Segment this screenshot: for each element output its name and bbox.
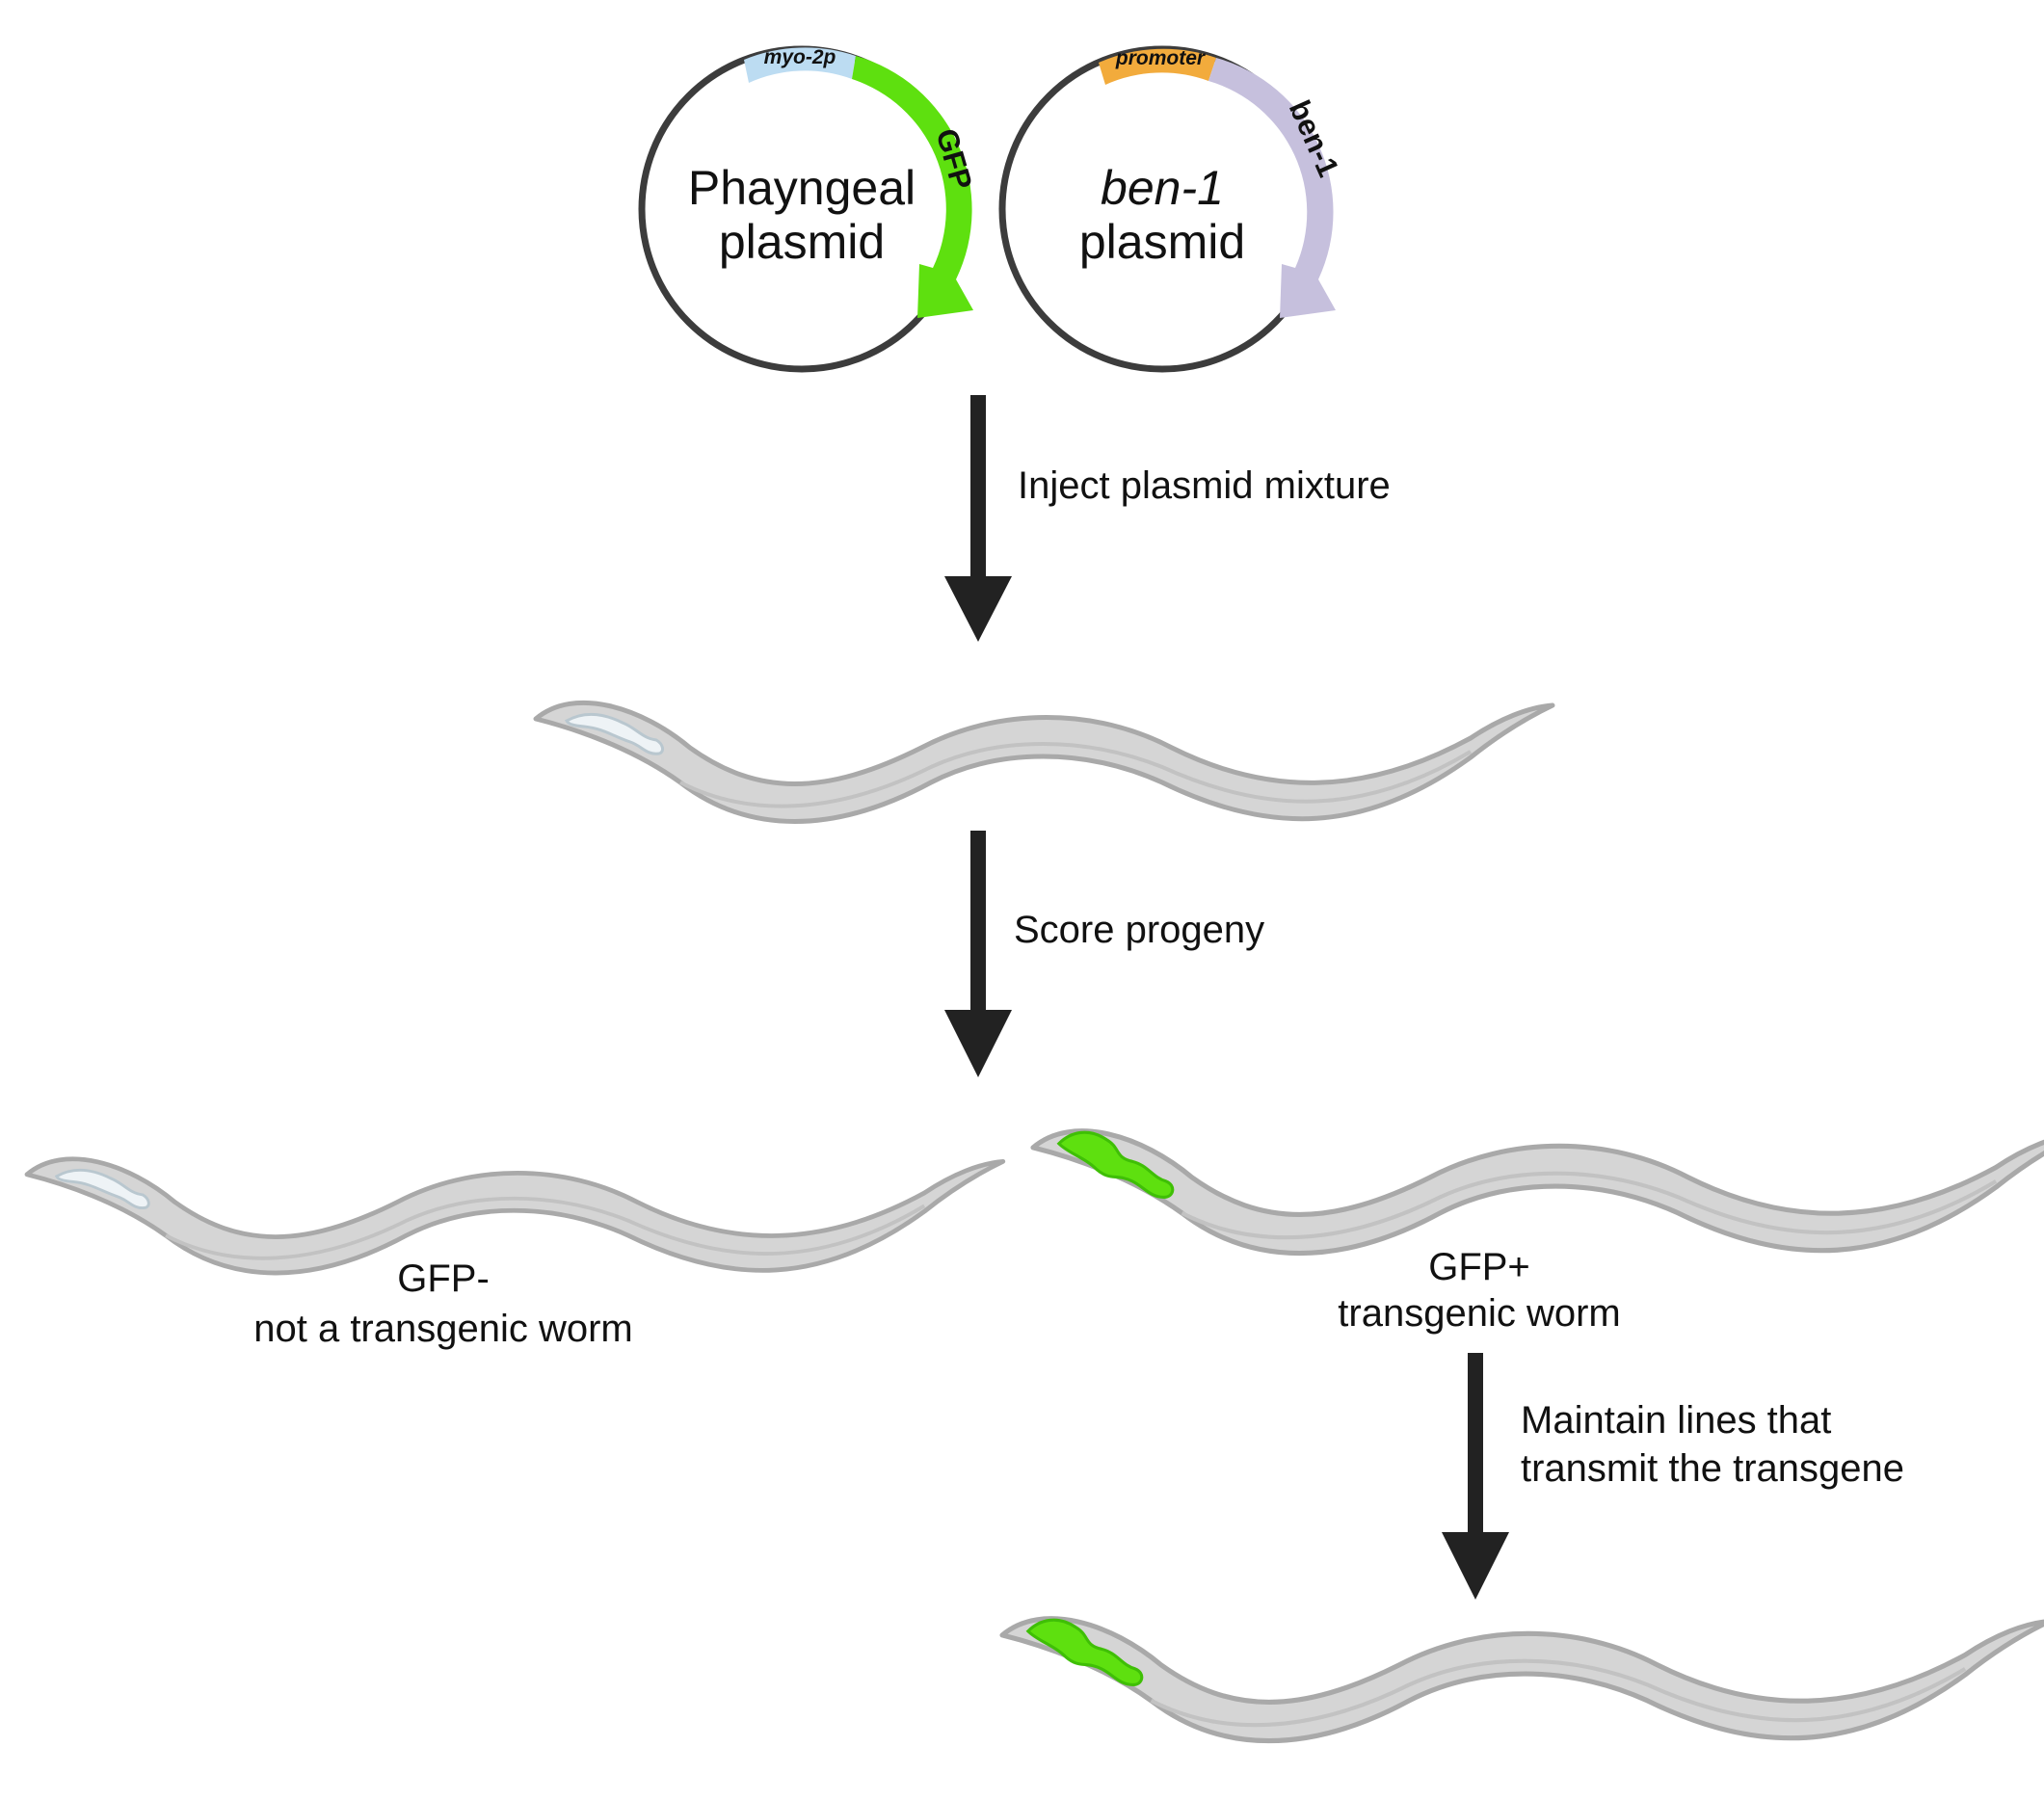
gfp-positive-worm	[1033, 1131, 2044, 1254]
ben1-gene-arrow	[1208, 58, 1336, 318]
ben1-plasmid: promoter ben-1 ben-1 plasmid	[998, 45, 1345, 373]
gfp-positive-label-line2: transgenic worm	[1338, 1292, 1620, 1335]
promoter-label: promoter	[1115, 47, 1207, 69]
gfp-negative-label-line2: not a transgenic worm	[253, 1308, 633, 1350]
myo2p-label: myo-2p	[764, 46, 836, 68]
gfp-negative-worm	[27, 1159, 1003, 1273]
maintained-transgenic-worm	[1002, 1619, 2044, 1741]
promoter-segment	[1099, 48, 1216, 85]
maintain-arrow	[1442, 1353, 1509, 1600]
myo2p-promoter-segment	[744, 47, 856, 83]
ben1-plasmid-name-line1: ben-1	[1101, 161, 1224, 215]
inject-step-label: Inject plasmid mixture	[1018, 464, 1391, 507]
pharyngeal-plasmid: myo-2p GFP Phayngeal plasmid	[638, 45, 979, 373]
pharyngeal-plasmid-name-line2: plasmid	[719, 215, 885, 269]
gfp-negative-label-line1: GFP-	[397, 1257, 490, 1300]
gfp-gene-arrow	[852, 56, 973, 318]
score-step-label: Score progeny	[1014, 909, 1264, 951]
ben1-plasmid-name-line2: plasmid	[1079, 215, 1245, 269]
score-arrow	[944, 831, 1012, 1077]
inject-arrow	[944, 395, 1012, 642]
maintain-step-label-line2: transmit the transgene	[1521, 1447, 1904, 1490]
gfp-positive-label-line1: GFP+	[1428, 1246, 1530, 1288]
pharyngeal-plasmid-name-line1: Phayngeal	[688, 161, 916, 215]
injected-worm	[536, 702, 1553, 821]
maintain-step-label-line1: Maintain lines that	[1521, 1399, 1831, 1442]
